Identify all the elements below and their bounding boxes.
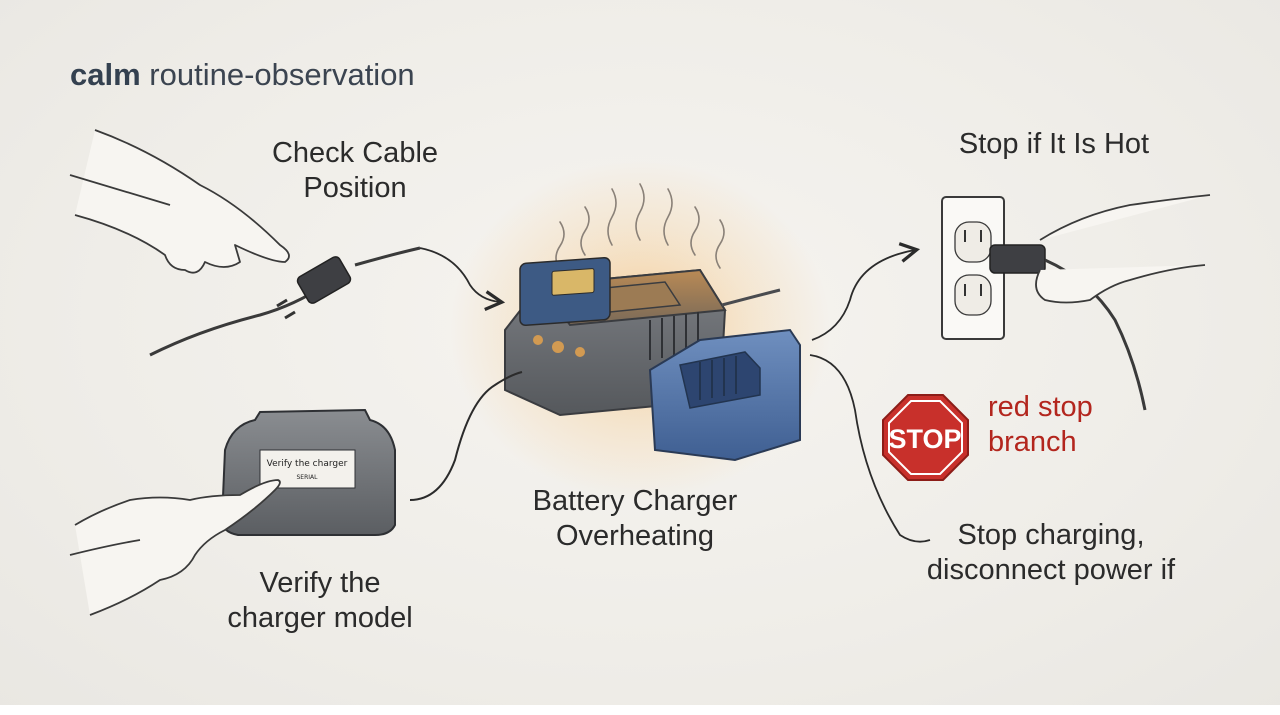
stop-sign-text: STOP xyxy=(888,424,961,454)
sticker-text: Verify the charger xyxy=(267,459,348,469)
stop-instruction-line-1: Stop charging, xyxy=(957,519,1145,551)
stop-sign-icon: STOP xyxy=(882,394,969,481)
check-cable-label: Check Cable Position xyxy=(238,136,472,206)
stop-instruction-line-2: disconnect power if xyxy=(926,553,1176,586)
wall-outlet-icon xyxy=(941,196,1005,340)
model-charger-cord xyxy=(409,371,523,501)
arrow-to-stop-branch xyxy=(809,354,931,543)
check-cable-line-1: Check Cable xyxy=(271,137,439,169)
central-node-line-2: Overheating xyxy=(556,519,714,552)
central-node-line-1: Battery Charger xyxy=(532,485,738,517)
arrow-cable-to-charger xyxy=(419,247,506,312)
verify-model-line-1: Verify the xyxy=(259,567,381,599)
plug-icon xyxy=(149,246,421,357)
mood-bold: calm xyxy=(70,57,141,92)
arrow-to-outlet xyxy=(811,242,921,341)
heat-waves-icon xyxy=(555,183,725,271)
stop-branch-line-1: red stop xyxy=(988,391,1093,423)
pointing-hand-bottom-icon xyxy=(69,479,281,616)
charger-model-device: Verify the charger SERIAL xyxy=(220,408,396,536)
charger-cord xyxy=(721,288,781,307)
stop-if-hot-label: Stop if It Is Hot xyxy=(958,128,1150,160)
unplugging-hand-icon xyxy=(989,194,1211,411)
central-node-label: Battery Charger Overheating xyxy=(510,484,760,554)
battery-pack xyxy=(648,328,801,462)
check-cable-line-2: Position xyxy=(303,171,407,204)
verify-model-line-2: charger model xyxy=(227,601,413,634)
mood-rest: routine-observation xyxy=(149,57,415,92)
pointing-hand-icon xyxy=(69,129,290,274)
verify-model-label: Verify the charger model xyxy=(205,566,435,636)
sticker-serial: SERIAL xyxy=(297,474,319,481)
stop-instruction-label: Stop charging, disconnect power if xyxy=(906,518,1196,588)
stop-branch-label: red stop branch xyxy=(988,390,1093,460)
bottom-band xyxy=(0,705,1280,715)
mood-header: calm routine-observation xyxy=(70,56,415,93)
stop-branch-line-2: branch xyxy=(988,425,1077,458)
